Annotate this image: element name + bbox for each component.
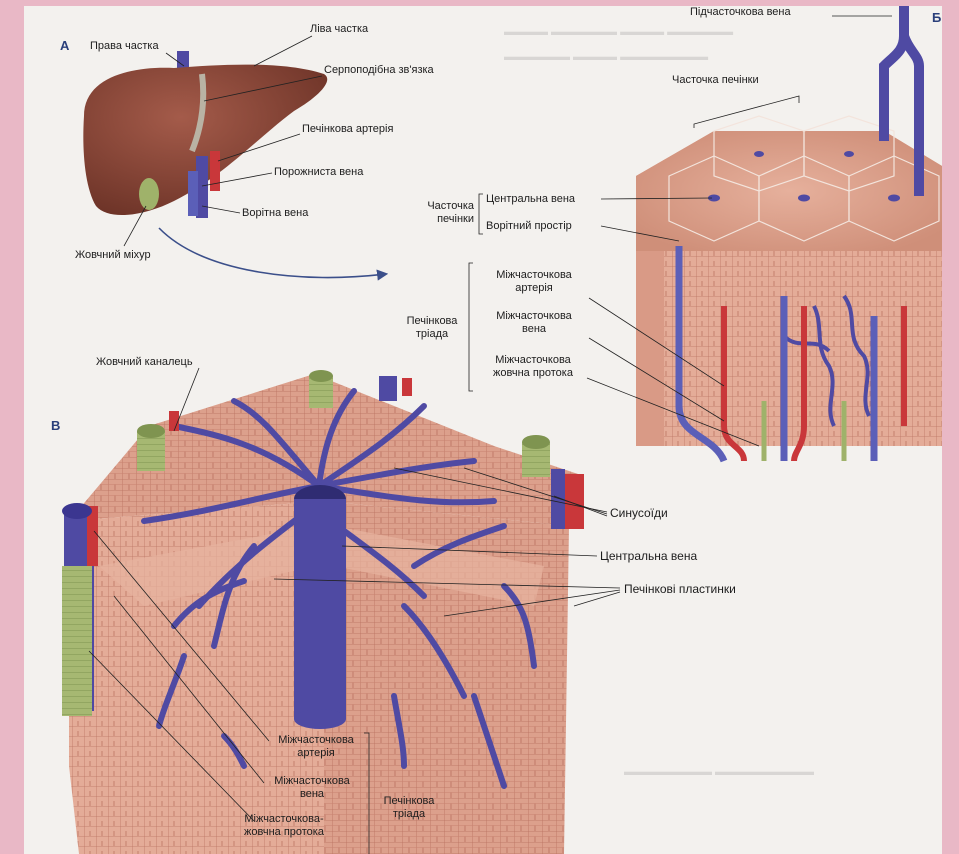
label-line: Міжчасточкова	[264, 775, 360, 788]
label-interlobular-vein-c: Міжчасточкова вена	[264, 775, 360, 801]
label-line: Міжчасточкова	[268, 734, 364, 747]
bracket-line: Часточка	[408, 200, 474, 213]
panel-letter-c: В	[51, 418, 60, 433]
label-interlobular-bile-duct-b: Міжчасточкова жовчна протока	[474, 354, 592, 380]
label-line: Міжчасточкова	[474, 354, 592, 367]
label-hepatic-plates: Печінкові пластинки	[624, 582, 736, 597]
label-line: вена	[479, 323, 589, 336]
panel-letter-a: A	[60, 38, 69, 53]
label-left-lobe: Ліва частка	[310, 23, 368, 36]
panel-arrow	[159, 228, 386, 278]
bracket-hepatic-triad-c: Печінкова тріада	[374, 795, 444, 821]
label-gallbladder: Жовчний міхур	[75, 249, 151, 262]
label-line: Міжчасточкова	[479, 310, 589, 323]
panel-letter-b: Б	[932, 10, 941, 25]
label-hepatic-artery: Печінкова артерія	[302, 123, 393, 136]
label-bile-canaliculus: Жовчний каналець	[96, 356, 193, 369]
label-central-vein-c: Центральна вена	[600, 549, 697, 564]
bracket-line: тріада	[398, 328, 466, 341]
bracket-line: тріада	[374, 808, 444, 821]
label-line: вена	[264, 788, 360, 801]
bracket-line: Печінкова	[374, 795, 444, 808]
textbook-page: ▬▬▬▬ ▬▬▬▬▬▬ ▬▬▬▬ ▬▬▬▬▬▬ ▬▬▬▬▬▬ ▬▬▬▬ ▬▬▬▬…	[24, 6, 942, 854]
label-interlobular-vein-b: Міжчасточкова вена	[479, 310, 589, 336]
label-line: жовчна протока	[230, 826, 338, 839]
label-line: Міжчасточкова-	[230, 813, 338, 826]
label-portal-vein: Ворітна вена	[242, 207, 308, 220]
bracket-hepatic-triad-b: Печінкова тріада	[398, 315, 466, 341]
bracket-line: Печінкова	[398, 315, 466, 328]
label-interlobular-artery-b: Міжчасточкова артерія	[479, 269, 589, 295]
label-liver-lobule: Часточка печінки	[672, 74, 759, 87]
label-line: артерія	[268, 747, 364, 760]
bracket-line: печінки	[408, 213, 474, 226]
label-vena-cava: Порожниста вена	[274, 166, 363, 179]
label-right-lobe: Права частка	[90, 40, 159, 53]
label-sinusoids: Синусоїди	[610, 506, 668, 521]
liver-drawing	[83, 51, 327, 218]
label-line: артерія	[479, 282, 589, 295]
label-line: жовчна протока	[474, 367, 592, 380]
label-sublobular-vein: Підчасточкова вена	[690, 6, 791, 19]
anatomy-illustration	[24, 6, 942, 854]
label-interlobular-bile-duct-c: Міжчасточкова- жовчна протока	[230, 813, 338, 839]
label-line: Міжчасточкова	[479, 269, 589, 282]
bracket-liver-lobule: Часточка печінки	[408, 200, 474, 226]
label-falciform-ligament: Серпоподібна зв'язка	[324, 64, 434, 77]
label-portal-space: Ворітний простір	[486, 220, 572, 233]
label-central-vein-b: Центральна вена	[486, 193, 575, 206]
label-interlobular-artery-c: Міжчасточкова артерія	[268, 734, 364, 760]
